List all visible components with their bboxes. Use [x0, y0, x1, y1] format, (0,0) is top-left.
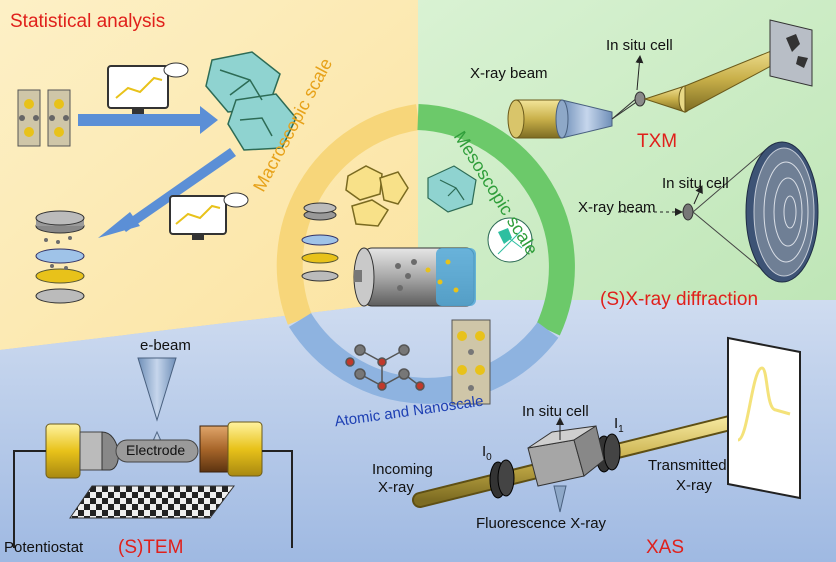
grain-polygons-icon — [205, 51, 297, 151]
transmitted-label-line2: X-ray — [676, 477, 712, 494]
stem-title: (S)TEM — [118, 537, 184, 558]
atomic-arc — [288, 313, 559, 404]
xas-in-situ-cell-label: In situ cell — [522, 403, 589, 420]
battery-cylinder-icon — [353, 247, 476, 307]
txm-title: TXM — [637, 131, 678, 152]
incoming-label-line2: X-ray — [378, 479, 414, 496]
layered-crystal-icon — [451, 319, 491, 405]
potentiostat-label: Potentiostat — [4, 539, 84, 556]
grain-polygons-small-icon — [427, 165, 477, 213]
stem-setup — [13, 357, 293, 548]
crystal-stack-icon — [17, 89, 71, 147]
txm-xray-beam-label: X-ray beam — [470, 65, 548, 82]
xrd-xray-beam-label: X-ray beam — [578, 199, 656, 216]
phase-diagram-circle-icon — [487, 217, 533, 263]
computer-icon — [169, 192, 249, 240]
computer-icon — [107, 62, 189, 114]
e-beam-label: e-beam — [140, 337, 191, 354]
electrode-label: Electrode — [126, 442, 186, 458]
transmitted-label-line1: Transmitted — [648, 457, 727, 474]
xrd-in-situ-cell-label: In situ cell — [662, 175, 729, 192]
xrd-setup — [618, 141, 819, 283]
i1-label: I1 — [614, 415, 624, 435]
coin-cell-exploded-icon — [35, 210, 85, 304]
xas-setup — [412, 336, 801, 513]
txm-in-situ-cell-label: In situ cell — [606, 37, 673, 54]
diagonal-arrow — [120, 148, 236, 232]
incoming-label-line1: Incoming — [372, 461, 433, 478]
scale-ring — [276, 104, 575, 404]
particle-shapes-icon — [345, 165, 409, 227]
xas-title: XAS — [646, 537, 685, 558]
macroscopic-arc — [276, 104, 421, 325]
xrd-title: (S)X-ray diffraction — [600, 289, 759, 310]
molecule-structure-icon — [345, 344, 425, 391]
statistical-analysis-title: Statistical analysis — [10, 11, 166, 32]
right-arrow — [78, 106, 218, 134]
mesoscopic-arc — [417, 104, 575, 336]
coin-cell-center-icon — [301, 202, 339, 282]
txm-setup — [507, 19, 813, 139]
i0-label: I0 — [482, 443, 492, 463]
fluorescence-label: Fluorescence X-ray — [476, 515, 607, 532]
